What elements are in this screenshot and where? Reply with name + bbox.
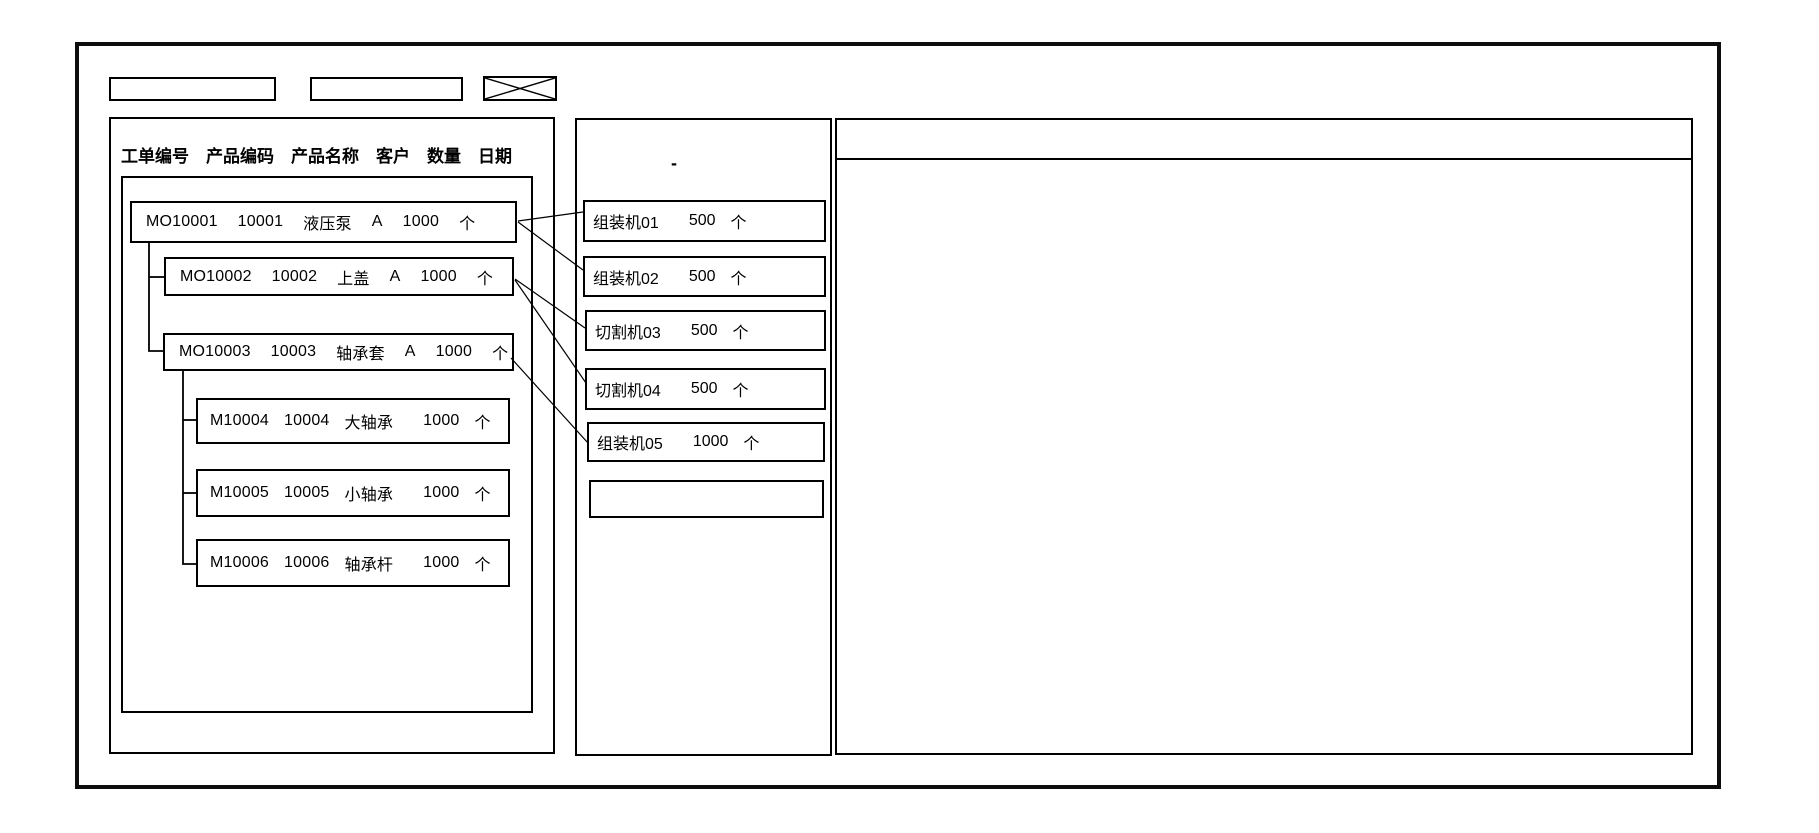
machine-unit: 个 xyxy=(730,270,747,288)
column-product-code: 产品编码 xyxy=(206,146,274,166)
machine-unit: 个 xyxy=(732,324,749,342)
order-node-m10004[interactable]: M10004 10004 大轴承 1000 个 xyxy=(196,398,510,444)
machine-qty: 500 xyxy=(690,321,718,339)
order-no: M10004 xyxy=(210,412,270,429)
product-name: 轴承杆 xyxy=(344,557,394,574)
machine-box-empty[interactable] xyxy=(589,480,824,518)
machine-qty: 500 xyxy=(688,267,716,285)
qty: 1000 xyxy=(435,343,473,360)
machine-box-1[interactable]: 组装机01 500 个 xyxy=(583,200,826,242)
column-date: 日期 xyxy=(478,146,512,166)
order-tree-container xyxy=(121,176,533,713)
machine-box-5[interactable]: 组装机05 1000 个 xyxy=(587,422,825,462)
column-customer: 客户 xyxy=(376,146,410,166)
product-code: 10002 xyxy=(271,267,318,285)
schedule-panel xyxy=(835,118,1693,755)
customer: A xyxy=(404,343,416,360)
x-cross-icon xyxy=(485,78,555,99)
machine-name: 组装机01 xyxy=(593,215,659,232)
qty: 1000 xyxy=(423,554,460,571)
machine-unit: 个 xyxy=(743,436,760,453)
product-code: 10001 xyxy=(237,213,284,230)
machine-qty: 500 xyxy=(690,380,718,397)
order-no: MO10002 xyxy=(180,267,252,285)
qty: 1000 xyxy=(420,267,457,285)
dash-mark: - xyxy=(671,153,677,173)
machine-qty: 1000 xyxy=(692,433,729,450)
order-no: MO10003 xyxy=(179,343,251,360)
product-name: 上盖 xyxy=(337,270,370,288)
qty: 1000 xyxy=(423,484,460,501)
product-name: 大轴承 xyxy=(344,415,394,432)
column-order-no: 工单编号 xyxy=(121,146,189,166)
order-no: M10005 xyxy=(210,484,270,501)
image-placeholder-icon[interactable] xyxy=(483,76,557,101)
machine-box-4[interactable]: 切割机04 500 个 xyxy=(585,368,826,410)
order-node-m10005[interactable]: M10005 10005 小轴承 1000 个 xyxy=(196,469,510,517)
order-node-mo10001[interactable]: MO10001 10001 液压泵 A 1000 个 xyxy=(130,201,517,243)
column-product-name: 产品名称 xyxy=(291,146,359,166)
toolbar-input-2[interactable] xyxy=(310,77,463,101)
customer: A xyxy=(389,267,401,285)
qty: 1000 xyxy=(402,213,440,230)
machine-name: 切割机04 xyxy=(595,383,661,400)
product-name: 轴承套 xyxy=(336,346,385,363)
unit: 个 xyxy=(476,270,494,288)
product-code: 10003 xyxy=(270,343,317,360)
machine-unit: 个 xyxy=(732,383,749,400)
product-code: 10006 xyxy=(284,554,330,571)
qty: 1000 xyxy=(423,412,460,429)
machine-name: 组装机05 xyxy=(597,436,663,453)
machine-box-2[interactable]: 组装机02 500 个 xyxy=(583,256,826,297)
machine-name: 组装机02 xyxy=(593,270,659,288)
machine-unit: 个 xyxy=(730,215,747,232)
machine-box-3[interactable]: 切割机03 500 个 xyxy=(585,310,826,351)
unit: 个 xyxy=(474,487,491,504)
product-code: 10004 xyxy=(284,412,330,429)
order-node-mo10003[interactable]: MO10003 10003 轴承套 A 1000 个 xyxy=(163,333,514,371)
unit: 个 xyxy=(492,346,509,363)
product-name: 液压泵 xyxy=(303,216,352,233)
order-no: MO10001 xyxy=(146,213,218,230)
customer: A xyxy=(371,213,383,230)
toolbar-input-1[interactable] xyxy=(109,77,276,101)
unit: 个 xyxy=(474,557,491,574)
order-node-m10006[interactable]: M10006 10006 轴承杆 1000 个 xyxy=(196,539,510,587)
unit: 个 xyxy=(459,216,476,233)
work-orders-column-header: 工单编号 产品编码 产品名称 客户 数量 日期 xyxy=(121,142,512,166)
column-qty: 数量 xyxy=(427,146,461,166)
product-name: 小轴承 xyxy=(344,487,394,504)
schedule-header-divider xyxy=(835,158,1693,160)
order-node-mo10002[interactable]: MO10002 10002 上盖 A 1000 个 xyxy=(164,257,514,296)
unit: 个 xyxy=(474,415,491,432)
machine-qty: 500 xyxy=(688,212,716,229)
order-no: M10006 xyxy=(210,554,270,571)
app-window-frame xyxy=(75,42,1721,789)
machine-name: 切割机03 xyxy=(595,324,661,342)
product-code: 10005 xyxy=(284,484,330,501)
